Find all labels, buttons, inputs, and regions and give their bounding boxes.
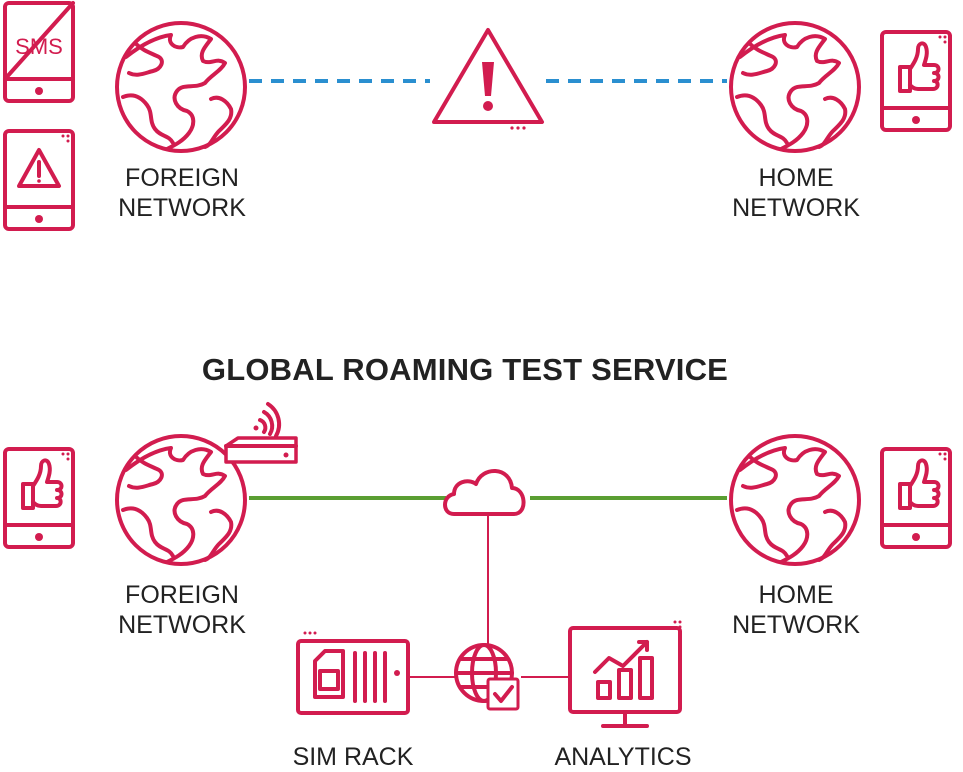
foreign-globe-icon xyxy=(115,21,247,153)
home-label-line2: NETWORK xyxy=(732,194,860,222)
home-label-line1: HOME xyxy=(758,164,834,192)
cloud-icon xyxy=(443,469,526,516)
foreign-label-line2: NETWORK xyxy=(118,611,246,639)
globe-check-hub-icon xyxy=(454,643,520,711)
foreign-network-label-top: FOREIGN NETWORK xyxy=(102,163,262,223)
sim-rack-icon xyxy=(296,631,410,715)
foreign-network-label-bottom: FOREIGN NETWORK xyxy=(102,580,262,640)
foreign-label-line1: FOREIGN xyxy=(125,164,239,192)
router-icon xyxy=(224,402,298,464)
thumbs-up-phone-icon xyxy=(880,447,952,549)
analytics-monitor-icon xyxy=(568,620,682,728)
sms-phone-icon: SMS xyxy=(3,1,75,103)
home-globe-icon xyxy=(729,434,861,566)
home-network-label-top: HOME NETWORK xyxy=(716,163,876,223)
sim-rack-label: SIM RACK xyxy=(292,743,414,771)
thumbs-up-phone-icon xyxy=(880,30,952,132)
home-label-line1: HOME xyxy=(758,581,834,609)
home-network-label-bottom: HOME NETWORK xyxy=(716,580,876,640)
analytics-label: ANALYTICS xyxy=(554,743,692,771)
sms-text: SMS xyxy=(15,34,63,59)
foreign-label-line2: NETWORK xyxy=(118,194,246,222)
home-label-line2: NETWORK xyxy=(732,611,860,639)
diagram-title: GLOBAL ROAMING TEST SERVICE xyxy=(201,352,729,387)
warning-icon xyxy=(432,28,544,130)
thumbs-up-phone-icon xyxy=(3,447,75,549)
warning-phone-icon xyxy=(3,129,75,231)
home-globe-icon xyxy=(729,21,861,153)
foreign-label-line1: FOREIGN xyxy=(125,581,239,609)
